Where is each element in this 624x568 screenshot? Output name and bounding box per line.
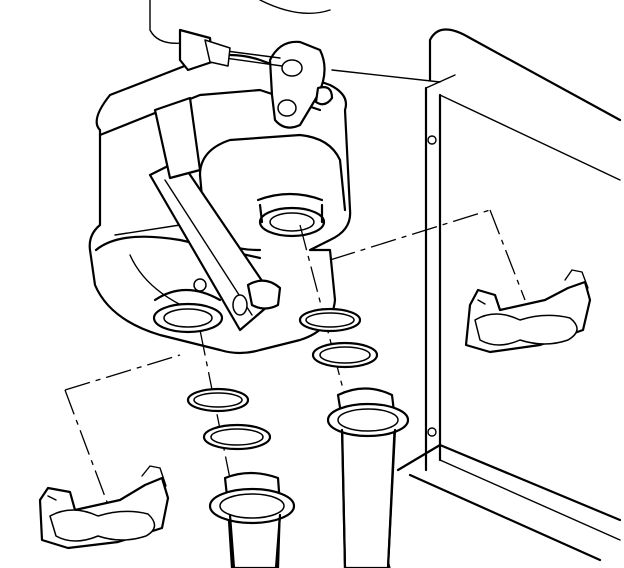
firewall-panel [149, 0, 622, 562]
retaining-clip-upper [464, 269, 592, 354]
upper-outlet-fitting [256, 192, 326, 238]
refrigerant-line-right [326, 387, 410, 568]
mounting-bracket [148, 96, 282, 332]
lower-outlet-fitting [152, 289, 224, 334]
refrigerant-line-left [208, 471, 296, 568]
evaporator-core-housing [88, 53, 352, 355]
sensor-wire-connector [178, 28, 441, 129]
o-ring-upper [298, 307, 379, 369]
retaining-clip-lower [38, 465, 170, 550]
o-ring-lower [186, 387, 272, 451]
